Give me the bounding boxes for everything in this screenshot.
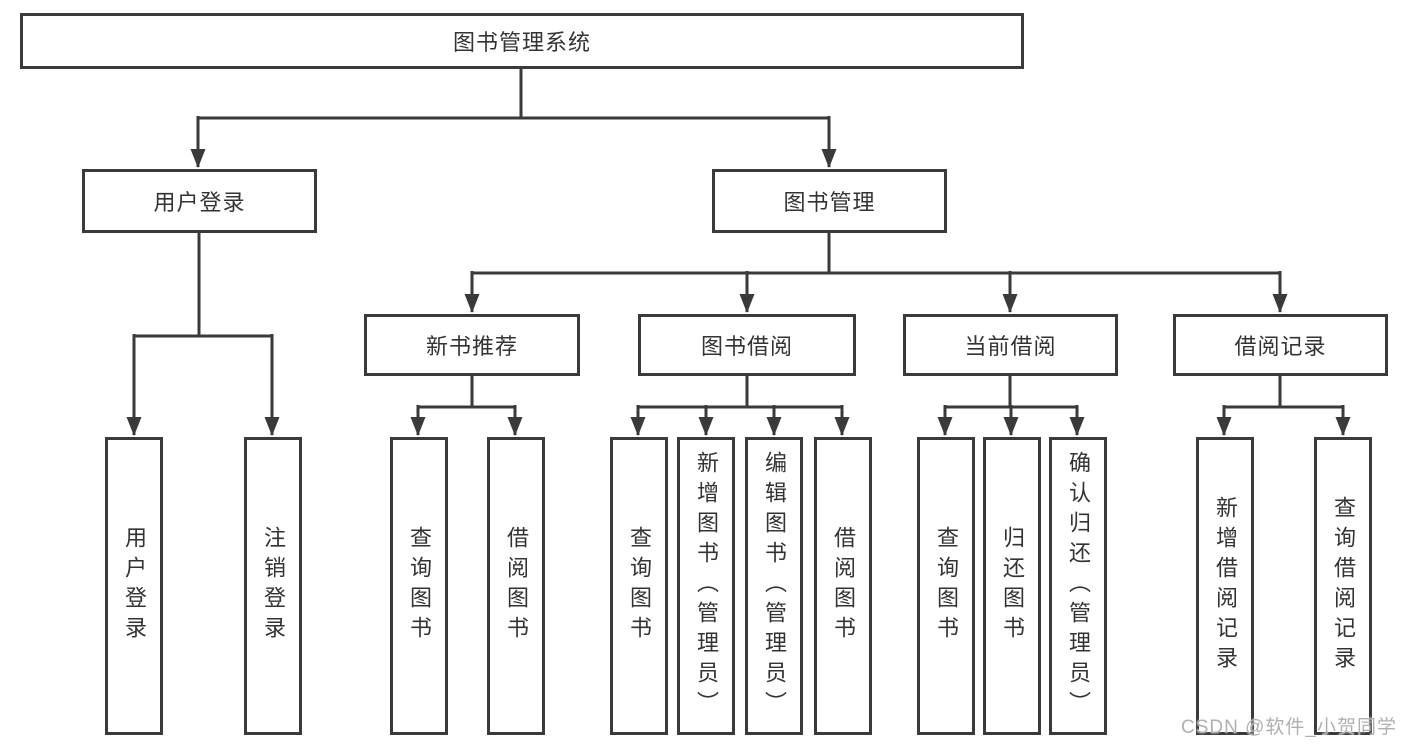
leaf-rec-query-books: 查询图书 [390,437,448,735]
node-new-book-recommend: 新书推荐 [364,314,580,376]
leaf-bb-borrow-books: 借阅图书 [814,437,872,735]
node-book-borrowing-label: 图书借阅 [700,334,793,359]
node-current-borrowing: 当前借阅 [903,314,1118,376]
leaf-br-query-record-label: 查询借阅记录 [1331,496,1356,676]
node-new-book-recommend-label: 新书推荐 [425,334,518,359]
node-user-login: 用户登录 [82,169,317,233]
node-book-management-label: 图书管理 [783,190,876,215]
node-borrow-records-label: 借阅记录 [1234,334,1327,359]
leaf-rec-borrow-books: 借阅图书 [487,437,545,735]
leaf-rec-borrow-books-label: 借阅图书 [504,526,529,646]
leaf-cb-query-books-label: 查询图书 [934,526,959,646]
node-book-management: 图书管理 [712,169,947,233]
leaf-cb-return-books-label: 归还图书 [1000,526,1025,646]
leaf-br-query-record: 查询借阅记录 [1314,437,1372,735]
leaf-br-add-record-label: 新增借阅记录 [1213,496,1238,676]
leaf-rec-query-books-label: 查询图书 [407,526,432,646]
leaf-bb-borrow-books-label: 借阅图书 [831,526,856,646]
leaf-cb-confirm-return-admin: 确认归还（管理员） [1049,437,1107,735]
leaf-bb-add-books-admin: 新增图书（管理员） [677,437,735,735]
leaf-bb-query-books-label: 查询图书 [627,526,652,646]
node-root: 图书管理系统 [20,13,1024,69]
leaf-br-add-record: 新增借阅记录 [1196,437,1254,735]
leaf-logout-label: 注销登录 [261,526,286,646]
csdn-watermark: CSDN @软件_小贺同学 [1181,717,1397,738]
node-user-login-label: 用户登录 [153,190,246,215]
leaf-cb-query-books: 查询图书 [917,437,975,735]
leaf-bb-add-books-admin-label: 新增图书（管理员） [694,451,719,721]
leaf-logout: 注销登录 [244,437,302,735]
node-current-borrowing-label: 当前借阅 [964,334,1057,359]
leaf-user-login: 用户登录 [105,437,163,735]
node-borrow-records: 借阅记录 [1173,314,1388,376]
leaf-bb-edit-books-admin-label: 编辑图书（管理员） [762,451,787,721]
leaf-cb-confirm-return-admin-label: 确认归还（管理员） [1066,451,1091,721]
leaf-user-login-label: 用户登录 [122,526,147,646]
node-book-borrowing: 图书借阅 [638,314,856,376]
leaf-bb-edit-books-admin: 编辑图书（管理员） [745,437,803,735]
leaf-cb-return-books: 归还图书 [983,437,1041,735]
leaf-bb-query-books: 查询图书 [610,437,668,735]
node-root-label: 图书管理系统 [452,30,591,55]
